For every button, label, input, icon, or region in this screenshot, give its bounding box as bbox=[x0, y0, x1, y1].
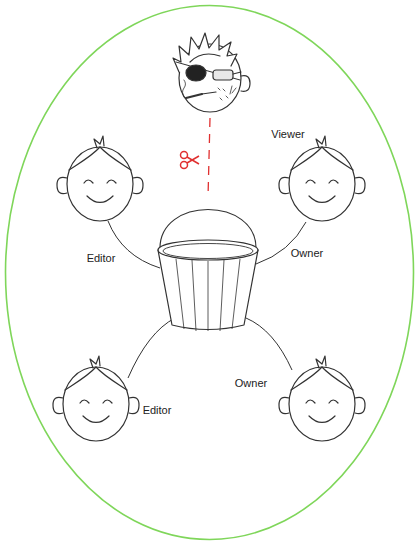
scissors-icon bbox=[181, 152, 200, 169]
viewer-face bbox=[173, 33, 250, 112]
role-label: Owner bbox=[233, 377, 269, 390]
group-boundary bbox=[6, 6, 414, 540]
role-label: Viewer bbox=[269, 128, 306, 141]
owner-face bbox=[279, 136, 365, 221]
editor-face bbox=[57, 136, 143, 221]
role-label: Owner bbox=[289, 247, 325, 260]
connector-lines bbox=[108, 221, 306, 378]
editor-face bbox=[53, 356, 139, 441]
role-line bbox=[246, 318, 292, 370]
role-label: Editor bbox=[85, 252, 118, 265]
role-label: Editor bbox=[141, 404, 174, 417]
owner-face bbox=[279, 356, 365, 441]
revoked-link bbox=[208, 118, 210, 198]
role-line bbox=[128, 318, 175, 378]
bucket bbox=[158, 210, 258, 332]
